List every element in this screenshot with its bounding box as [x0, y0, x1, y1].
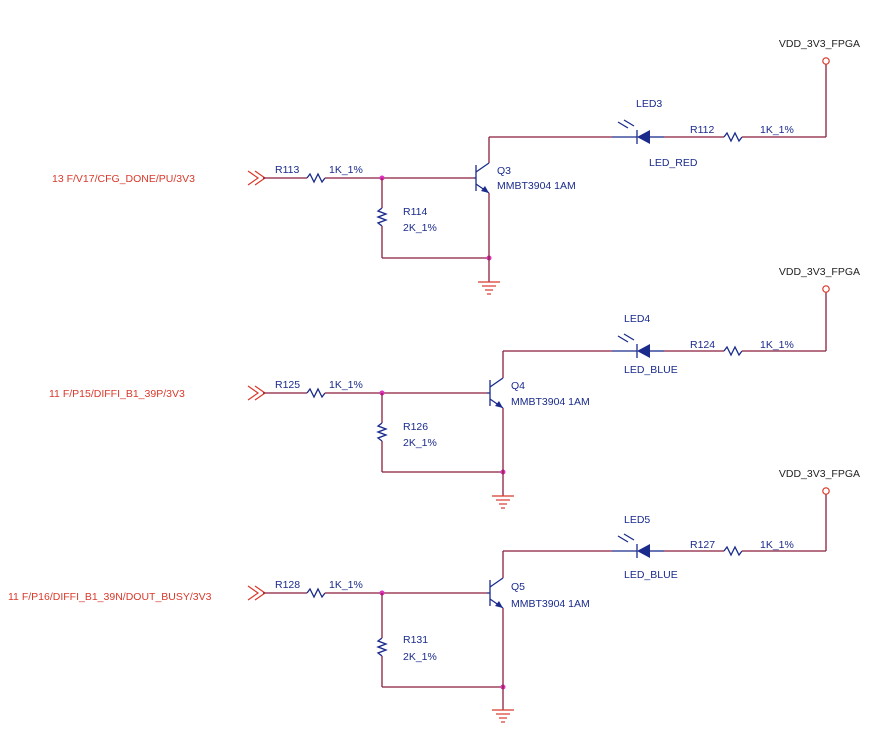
led-resistor-value: 1K_1% — [760, 124, 794, 136]
base-resistor-ref: R128 — [275, 579, 300, 591]
pulldown-resistor — [376, 637, 388, 657]
transistor-value: MMBT3904 1AM — [511, 396, 590, 408]
base-resistor — [306, 387, 326, 399]
led-resistor — [723, 345, 743, 357]
npn-transistor — [487, 577, 504, 609]
power-label: VDD_3V3_FPGA — [779, 38, 860, 50]
net-label: 11 F/P15/DIFFI_B1_39P/3V3 — [49, 388, 185, 400]
off-page-connector — [247, 585, 267, 601]
npn-transistor — [487, 377, 504, 409]
led-ref: LED4 — [624, 313, 650, 325]
ground-symbol — [492, 709, 514, 723]
base-resistor-ref: R113 — [275, 164, 299, 176]
transistor-ref: Q5 — [511, 581, 525, 593]
power-label: VDD_3V3_FPGA — [779, 468, 860, 480]
pulldown-resistor — [376, 207, 388, 227]
pulldown-resistor-value: 2K_1% — [403, 651, 437, 663]
transistor-ref: Q3 — [497, 165, 511, 177]
pulldown-resistor-value: 2K_1% — [403, 222, 437, 234]
led-value: LED_RED — [649, 157, 698, 169]
led-resistor-ref: R124 — [690, 339, 715, 351]
base-resistor — [306, 587, 326, 599]
led-value: LED_BLUE — [624, 569, 678, 581]
pulldown-resistor — [376, 422, 388, 442]
led-resistor-ref: R112 — [690, 124, 714, 136]
circuit-q5: 11 F/P16/DIFFI_B1_39N/DOUT_BUSY/3V3 R128… — [8, 468, 860, 723]
power-port — [822, 285, 830, 293]
led — [612, 533, 664, 558]
led-resistor — [723, 545, 743, 557]
net-label: 13 F/V17/CFG_DONE/PU/3V3 — [52, 173, 195, 185]
circuit-q3: 13 F/V17/CFG_DONE/PU/3V3 R113 1K_1% R114… — [52, 38, 860, 295]
pulldown-resistor-ref: R126 — [403, 421, 428, 433]
ground-symbol — [478, 281, 500, 295]
led-ref: LED3 — [636, 98, 662, 110]
transistor-value: MMBT3904 1AM — [511, 598, 590, 610]
base-resistor-value: 1K_1% — [329, 579, 363, 591]
npn-transistor — [474, 162, 490, 194]
led — [612, 119, 664, 144]
circuit-q4: 11 F/P15/DIFFI_B1_39P/3V3 R125 1K_1% R12… — [49, 266, 860, 509]
base-resistor — [306, 172, 326, 184]
base-resistor-ref: R125 — [275, 379, 300, 391]
ground-symbol — [492, 495, 514, 509]
transistor-value: MMBT3904 1AM — [497, 180, 576, 192]
pulldown-resistor-ref: R131 — [403, 634, 428, 646]
led-resistor-value: 1K_1% — [760, 539, 794, 551]
net-label: 11 F/P16/DIFFI_B1_39N/DOUT_BUSY/3V3 — [8, 591, 212, 603]
power-label: VDD_3V3_FPGA — [779, 266, 860, 278]
led-resistor-value: 1K_1% — [760, 339, 794, 351]
led-value: LED_BLUE — [624, 364, 678, 376]
led-ref: LED5 — [624, 514, 650, 526]
off-page-connector — [247, 170, 267, 186]
transistor-ref: Q4 — [511, 380, 525, 392]
base-resistor-value: 1K_1% — [329, 164, 363, 176]
led-resistor-ref: R127 — [690, 539, 715, 551]
led — [612, 333, 664, 358]
pulldown-resistor-value: 2K_1% — [403, 437, 437, 449]
base-resistor-value: 1K_1% — [329, 379, 363, 391]
off-page-connector — [247, 385, 267, 401]
power-port — [822, 57, 830, 65]
led-resistor — [723, 131, 743, 143]
pulldown-resistor-ref: R114 — [403, 206, 427, 218]
power-port — [822, 487, 830, 495]
